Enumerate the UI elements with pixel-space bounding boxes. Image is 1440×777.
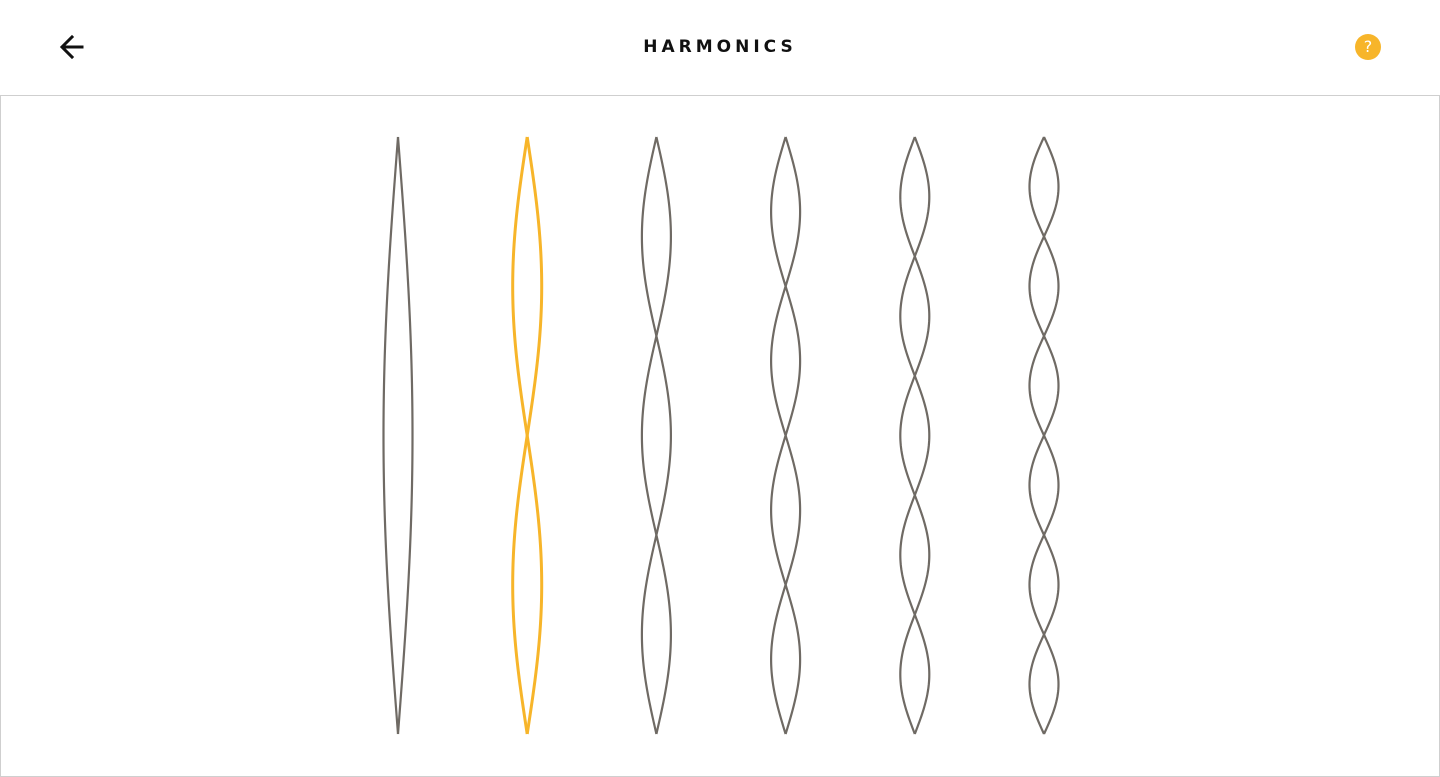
top-bar: HARMONICS ?: [0, 0, 1440, 95]
harmonic-5[interactable]: [885, 136, 945, 735]
harmonic-3-curve-b: [640, 136, 673, 735]
harmonic-5-curve-b: [899, 136, 931, 735]
harmonic-4-curve-b: [769, 136, 802, 735]
harmonic-2[interactable]: [497, 136, 557, 735]
page-title: HARMONICS: [643, 37, 797, 57]
back-button[interactable]: [56, 31, 88, 63]
help-button[interactable]: ?: [1355, 34, 1381, 60]
harmonic-2-curve-b: [511, 136, 544, 735]
harmonic-1-curve-b: [382, 136, 400, 735]
harmonic-5-curve-a: [899, 136, 931, 735]
arrow-left-icon: [59, 34, 84, 60]
harmonic-1-curve-a: [396, 136, 414, 735]
harmonic-6[interactable]: [1014, 136, 1074, 735]
harmonic-1[interactable]: [368, 136, 428, 735]
harmonics-canvas: [368, 136, 1074, 735]
harmonic-3-curve-a: [640, 136, 673, 735]
harmonic-6-curve-b: [1028, 136, 1060, 735]
harmonics-stage: [0, 95, 1440, 777]
harmonic-4[interactable]: [756, 136, 816, 735]
question-mark-icon: ?: [1363, 37, 1373, 56]
harmonic-3[interactable]: [626, 136, 686, 735]
